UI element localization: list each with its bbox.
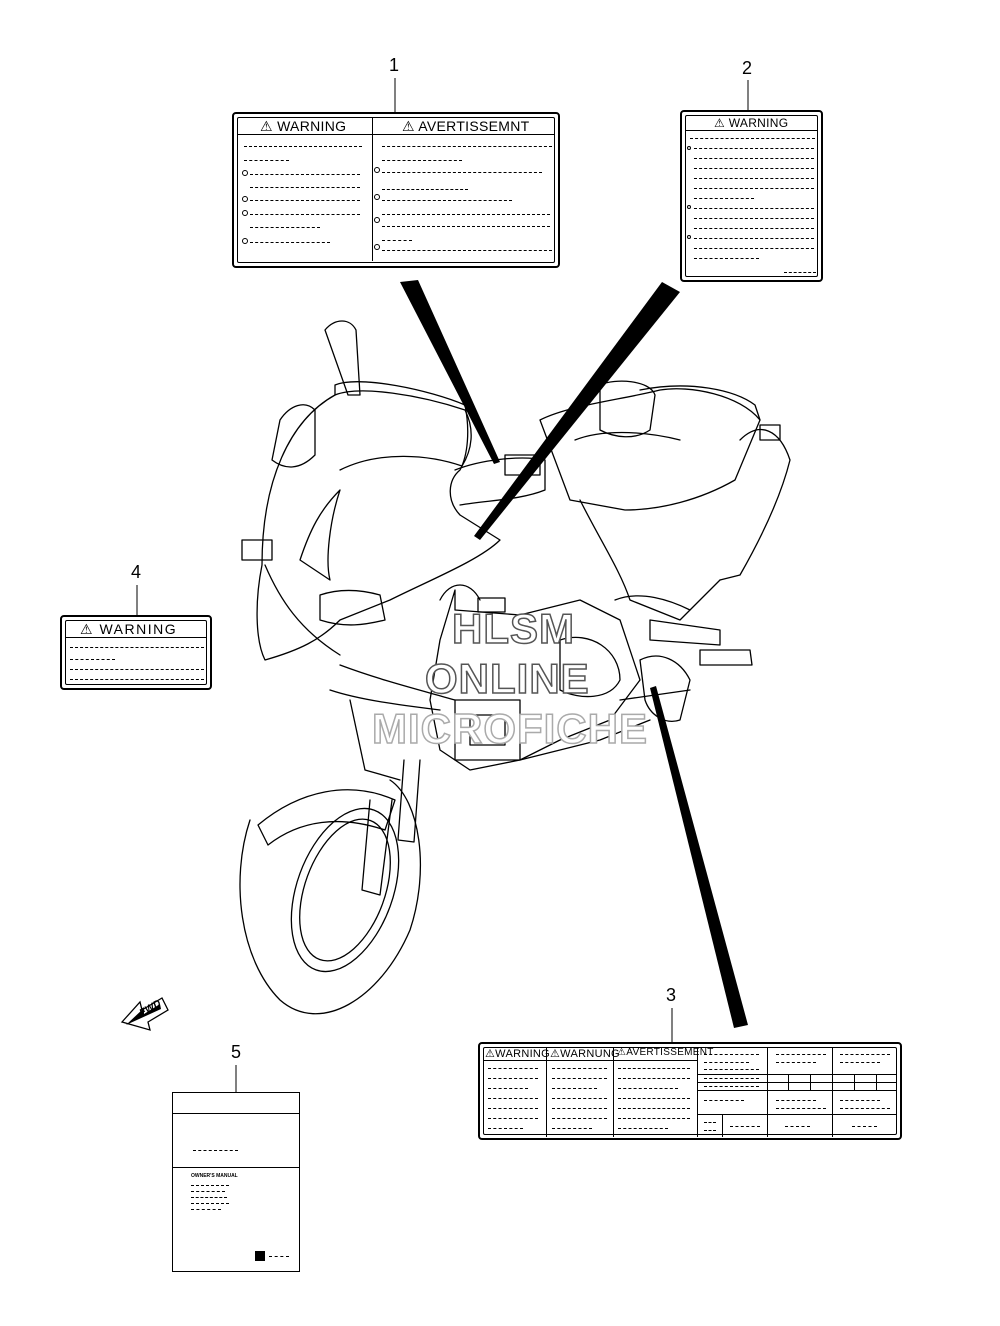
front-wheel-rim	[290, 807, 400, 973]
warning-triangle-icon: ⚠	[617, 1047, 627, 1058]
watermark-line-3: MICROFICHE	[371, 704, 648, 753]
callout-2: 2	[742, 58, 753, 78]
warning-triangle-icon: ⚠	[485, 1048, 496, 1060]
fwd-arrow-icon	[120, 997, 169, 1031]
leader-line-3	[650, 686, 748, 1028]
front-wheel	[239, 779, 422, 1015]
front-fender	[257, 789, 396, 846]
watermark-line-1: HLSM	[451, 604, 575, 653]
warning-triangle-icon: ⚠	[550, 1048, 561, 1060]
fairing	[256, 381, 501, 661]
callout-5: 5	[231, 1042, 242, 1062]
label-1-header-right: ⚠ AVERTISSEMNT	[402, 118, 530, 134]
label-1-header-left: ⚠ WARNING	[260, 118, 347, 134]
label-4: ⚠ WARNING	[60, 615, 212, 690]
left-mirror	[271, 404, 316, 468]
seat	[639, 385, 761, 421]
label-1: ⚠ WARNING ⚠ AVERTISSEMNT	[232, 112, 560, 268]
label-3-header-b: ⚠WARNUNG	[550, 1048, 620, 1060]
exhaust	[649, 619, 721, 646]
leader-line-1	[400, 280, 500, 464]
callout-1: 1	[389, 55, 400, 75]
warning-triangle-icon: ⚠	[260, 118, 273, 134]
warning-triangle-icon: ⚠	[80, 621, 95, 637]
warning-triangle-icon: ⚠	[714, 116, 726, 130]
leader-line-2	[474, 282, 680, 540]
manual-title: OWNER'S MANUAL	[191, 1173, 238, 1179]
label-4-header: ⚠ WARNING	[80, 621, 178, 637]
warning-triangle-icon: ⚠	[402, 118, 415, 134]
fuel-tank	[539, 388, 761, 511]
watermark-line-2: ONLINE	[424, 654, 590, 703]
callout-3: 3	[666, 985, 677, 1005]
label-3: ⚠WARNING ⚠WARNUNG ⚠AVERTISSEMENT	[478, 1042, 902, 1140]
label-3-header-c: ⚠AVERTISSEMENT	[617, 1047, 714, 1058]
windscreen	[334, 390, 472, 471]
label-2-header: ⚠ WARNING	[714, 116, 789, 130]
label-2: ⚠ WARNING	[680, 110, 823, 282]
callout-4: 4	[131, 562, 142, 582]
owners-manual: OWNER'S MANUAL	[172, 1092, 300, 1272]
label-3-header-a: ⚠WARNING	[485, 1048, 551, 1060]
suzuki-logo-icon	[255, 1251, 265, 1261]
right-mirror	[599, 380, 656, 438]
